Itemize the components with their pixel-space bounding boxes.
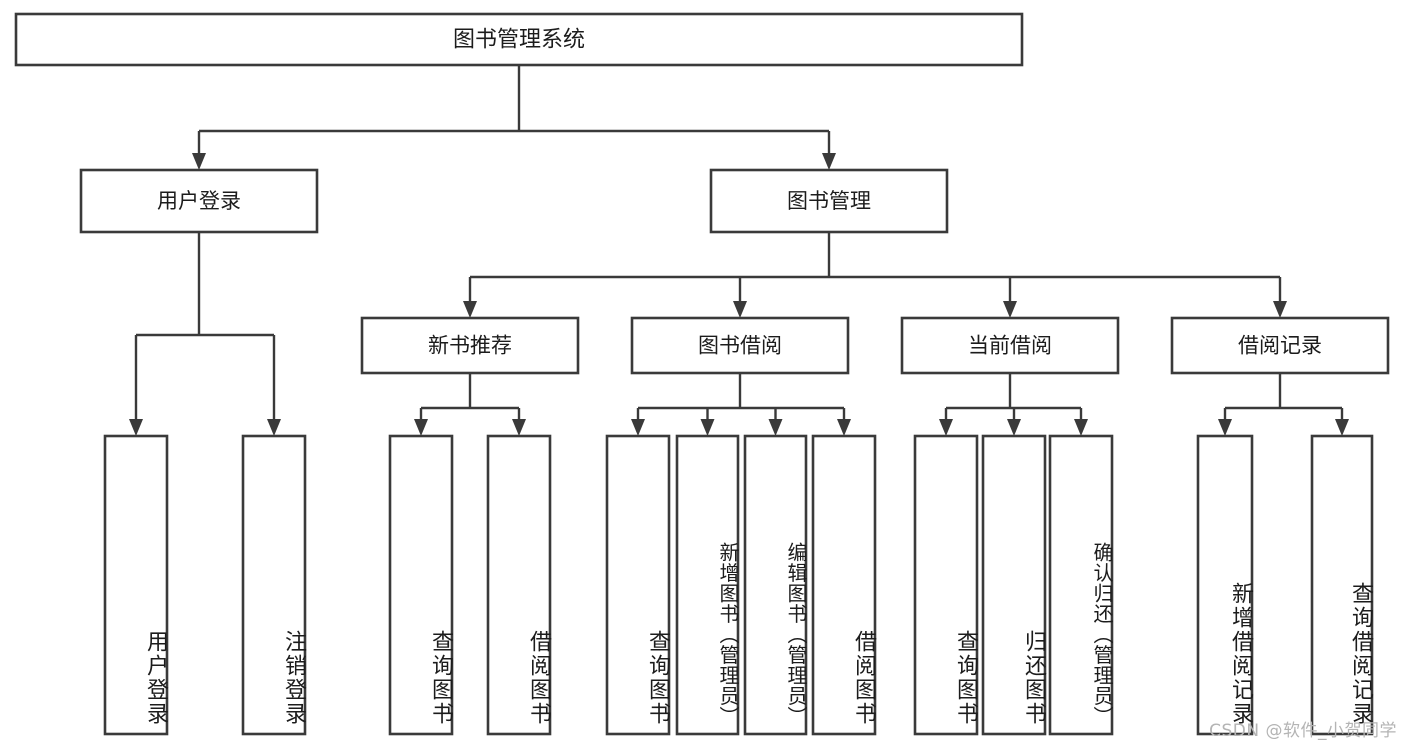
leaf-node-8[interactable]	[913, 434, 979, 736]
watermark: CSDN @软件_小贺同学	[1209, 721, 1397, 741]
node-level3-1[interactable]: 图书借阅	[630, 316, 850, 375]
leaf-node-12[interactable]	[1310, 434, 1374, 736]
node-level3-3-label: 借阅记录	[1238, 334, 1322, 358]
connector-layer	[129, 65, 1349, 436]
node-level2-1-rect[interactable]	[709, 168, 949, 234]
conn-root-to-l2-1-arrowhead	[822, 153, 836, 170]
node-level3-2-rect[interactable]	[900, 316, 1120, 375]
leaf-node-0-rect[interactable]	[103, 434, 169, 736]
leaf-node-6[interactable]	[743, 434, 808, 736]
node-root[interactable]: 图书管理系统	[14, 12, 1024, 67]
conn-parent-2-leaf-3-arrowhead	[837, 419, 851, 436]
leaf-node-9[interactable]	[981, 434, 1047, 736]
leaf-node-10[interactable]	[1048, 434, 1114, 736]
node-level3-3[interactable]: 借阅记录	[1170, 316, 1390, 375]
node-level3-0[interactable]: 新书推荐	[360, 316, 580, 375]
conn-l2b-to-l3-0-arrowhead	[463, 301, 477, 318]
node-level3-1-rect[interactable]	[630, 316, 850, 375]
conn-parent-4-leaf-0-arrowhead	[1218, 419, 1232, 436]
conn-root-to-l2-0-arrowhead	[192, 153, 206, 170]
leaf-node-1[interactable]	[241, 434, 307, 736]
conn-parent-2-leaf-1-arrowhead	[700, 419, 715, 436]
conn-l2b-to-l3-1-arrowhead	[733, 301, 747, 318]
leaf-node-11-rect[interactable]	[1196, 434, 1254, 736]
leaf-node-2-rect[interactable]	[388, 434, 454, 736]
node-level3-2-label: 当前借阅	[968, 334, 1052, 358]
conn-parent-3-leaf-2-arrowhead	[1074, 419, 1088, 436]
node-level3-0-rect[interactable]	[360, 316, 580, 375]
conn-parent-2-leaf-0-arrowhead	[631, 419, 645, 436]
node-level2-0-rect[interactable]	[79, 168, 319, 234]
node-level3-2[interactable]: 当前借阅	[900, 316, 1120, 375]
leaf-node-5-rect[interactable]	[675, 434, 740, 736]
leaf-node-3[interactable]	[486, 434, 552, 736]
conn-parent-1-leaf-0-arrowhead	[414, 419, 428, 436]
leaf-node-4[interactable]	[605, 434, 671, 736]
leaf-node-2[interactable]	[388, 434, 454, 736]
leaf-node-1-rect[interactable]	[241, 434, 307, 736]
node-level3-3-rect[interactable]	[1170, 316, 1390, 375]
leaf-node-3-rect[interactable]	[486, 434, 552, 736]
conn-parent-0-leaf-0-arrowhead	[129, 419, 143, 436]
leaf-node-4-rect[interactable]	[605, 434, 671, 736]
node-level2-0[interactable]: 用户登录	[79, 168, 319, 234]
conn-parent-1-leaf-1-arrowhead	[512, 419, 526, 436]
node-root-label: 图书管理系统	[453, 28, 585, 53]
leaf-node-9-rect[interactable]	[981, 434, 1047, 736]
node-level2-0-label: 用户登录	[157, 189, 241, 213]
leaf-node-10-rect[interactable]	[1048, 434, 1114, 736]
leaf-node-7-rect[interactable]	[811, 434, 877, 736]
node-level3-0-label: 新书推荐	[428, 334, 512, 358]
conn-parent-4-leaf-1-arrowhead	[1335, 419, 1349, 436]
leaf-node-7[interactable]	[811, 434, 877, 736]
conn-parent-0-leaf-1-arrowhead	[267, 419, 281, 436]
leaf-node-6-rect[interactable]	[743, 434, 808, 736]
leaf-node-11[interactable]	[1196, 434, 1254, 736]
conn-l2b-to-l3-2-arrowhead	[1003, 301, 1017, 318]
conn-parent-2-leaf-2-arrowhead	[768, 419, 783, 436]
leaf-node-8-rect[interactable]	[913, 434, 979, 736]
node-level2-1[interactable]: 图书管理	[709, 168, 949, 234]
node-level2-1-label: 图书管理	[787, 189, 871, 213]
leaf-node-12-rect[interactable]	[1310, 434, 1374, 736]
conn-parent-3-leaf-1-arrowhead	[1007, 419, 1021, 436]
leaf-node-0[interactable]	[103, 434, 169, 736]
conn-parent-3-leaf-0-arrowhead	[939, 419, 953, 436]
node-root-rect[interactable]	[14, 12, 1024, 67]
node-level3-1-label: 图书借阅	[698, 334, 782, 358]
conn-l2b-to-l3-3-arrowhead	[1273, 301, 1287, 318]
leaf-node-5[interactable]	[675, 434, 740, 736]
